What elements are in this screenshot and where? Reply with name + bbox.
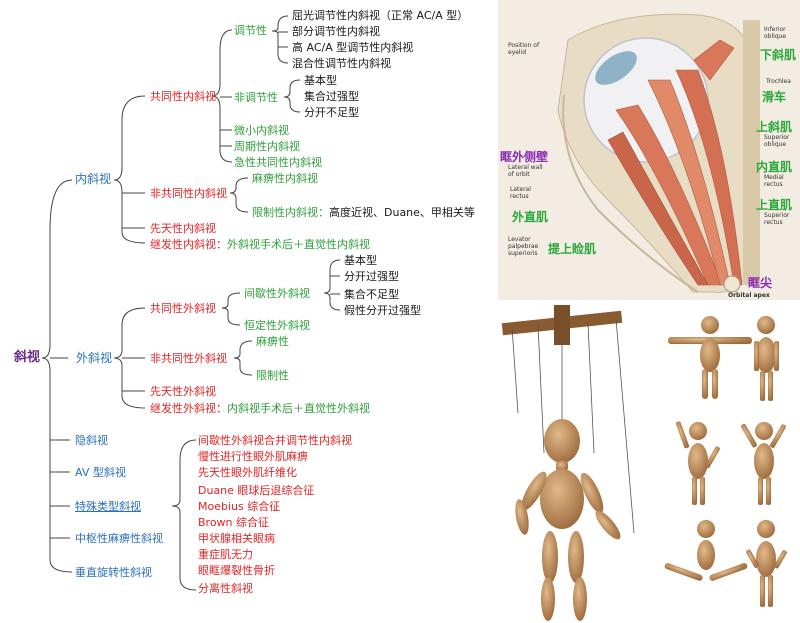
incomitant-esotropia-label: 非共同性内斜视 bbox=[150, 187, 227, 200]
comitant-eso-brace bbox=[211, 29, 233, 163]
comitant-eso-other: 微小内斜视 bbox=[234, 124, 289, 137]
incomitant-exotropia-label: 非共同性外斜视 bbox=[150, 352, 227, 365]
label-superior-oblique-cn: 上斜肌 bbox=[756, 120, 793, 134]
other-type-vertical-rotational: 垂直旋转性斜视 bbox=[75, 566, 152, 579]
intermittent-item: 分开过强型 bbox=[344, 270, 399, 283]
comitant-exotropia-label: 共同性外斜视 bbox=[150, 302, 216, 315]
incomitant-exo-item: 限制性 bbox=[256, 369, 289, 382]
esotropia-brace bbox=[113, 95, 146, 244]
accommodative-item: 部分调节性内斜视 bbox=[292, 25, 380, 38]
special-item: Duane 眼球后退综合征 bbox=[198, 484, 315, 497]
label-medial-rectus-cn: 内直肌 bbox=[756, 160, 793, 174]
intermittent-item: 基本型 bbox=[344, 254, 377, 267]
special-item: 先天性眼外肌纤维化 bbox=[198, 466, 297, 479]
label-superior-rectus-cn: 上直肌 bbox=[756, 198, 793, 212]
special-item: 眼眶爆裂性骨折 bbox=[198, 564, 275, 577]
accommodative-label: 调节性 bbox=[234, 24, 267, 37]
other-type-heterophoria: 隐斜视 bbox=[75, 434, 108, 447]
label-lateral-rectus-cn: 外直肌 bbox=[512, 210, 549, 224]
intermittent-item: 假性分开过强型 bbox=[344, 304, 421, 317]
label-trochlea-cn: 滑车 bbox=[762, 90, 787, 104]
special-item: 间歇性外斜视合并调节性内斜视 bbox=[198, 434, 352, 447]
anatomy-drawing bbox=[557, 13, 760, 293]
intermittent-exotropia-label: 间歇性外斜视 bbox=[244, 287, 310, 300]
intermittent-item: 集合不足型 bbox=[344, 288, 399, 301]
special-item: 甲状腺相关眼病 bbox=[198, 532, 275, 545]
exotropia-label: 外斜视 bbox=[76, 351, 113, 365]
tree-connectors bbox=[41, 15, 341, 591]
comitant-eso-other: 周期性内斜视 bbox=[234, 140, 300, 153]
non-accommodative-label: 非调节性 bbox=[234, 91, 278, 104]
congenital-exotropia: 先天性外斜视 bbox=[150, 385, 216, 398]
special-item: 分离性斜视 bbox=[198, 582, 253, 595]
non-accommodative-item: 集合过强型 bbox=[304, 90, 359, 103]
constant-exotropia: 恒定性外斜视 bbox=[244, 319, 310, 332]
label-orbital-apex: Orbital apex bbox=[728, 292, 770, 299]
other-type-special: 特殊类型斜视 bbox=[75, 500, 141, 513]
label-levator-cn: 提上睑肌 bbox=[548, 242, 597, 256]
label-trochlea: Trochlea bbox=[766, 78, 791, 85]
comitant-eso-other: 急性共同性内斜视 bbox=[234, 156, 322, 169]
special-item: Brown 综合征 bbox=[198, 516, 270, 529]
non-accommodative-item: 分开不足型 bbox=[304, 106, 359, 119]
comitant-esotropia-label: 共同性内斜视 bbox=[150, 90, 216, 103]
accommodative-item: 混合性调节性内斜视 bbox=[292, 57, 391, 70]
secondary-esotropia: 继发性内斜视：外斜视手术后＋直觉性内斜视 bbox=[150, 238, 370, 251]
other-type-central-paralytic: 中枢性麻痹性斜视 bbox=[75, 532, 163, 545]
root-label: 斜视 bbox=[14, 350, 41, 365]
other-type-av: AV 型斜视 bbox=[75, 466, 126, 479]
paralytic-esotropia: 麻痹性内斜视 bbox=[252, 172, 318, 185]
puppet-drawing bbox=[501, 305, 787, 621]
special-item: 慢性进行性眼外肌麻痹 bbox=[198, 450, 308, 463]
restrictive-esotropia: 限制性内斜视：高度近视、Duane、甲相关等 bbox=[252, 206, 475, 219]
esotropia-label: 内斜视 bbox=[75, 172, 112, 186]
incomitant-exo-item: 麻痹性 bbox=[256, 335, 289, 348]
congenital-esotropia: 先天性内斜视 bbox=[150, 222, 216, 235]
special-item: 重症肌无力 bbox=[198, 548, 253, 561]
puppet-illustration bbox=[498, 303, 800, 623]
root-brace bbox=[41, 179, 73, 573]
label-lateral-wall-cn: 眶外侧壁 bbox=[500, 150, 549, 164]
label-inferior-oblique-cn: 下斜肌 bbox=[760, 48, 797, 62]
label-apex-cn: 眶尖 bbox=[748, 276, 773, 290]
accommodative-item: 高 AC/A 型调节性内斜视 bbox=[292, 41, 414, 54]
non-accommodative-item: 基本型 bbox=[304, 74, 337, 87]
secondary-exotropia: 继发性外斜视：内斜视手术后＋直觉性外斜视 bbox=[150, 402, 370, 415]
accommodative-item: 屈光调节性内斜视（正常 AC/A 型） bbox=[292, 9, 469, 22]
special-item: Moebius 综合征 bbox=[198, 500, 281, 513]
